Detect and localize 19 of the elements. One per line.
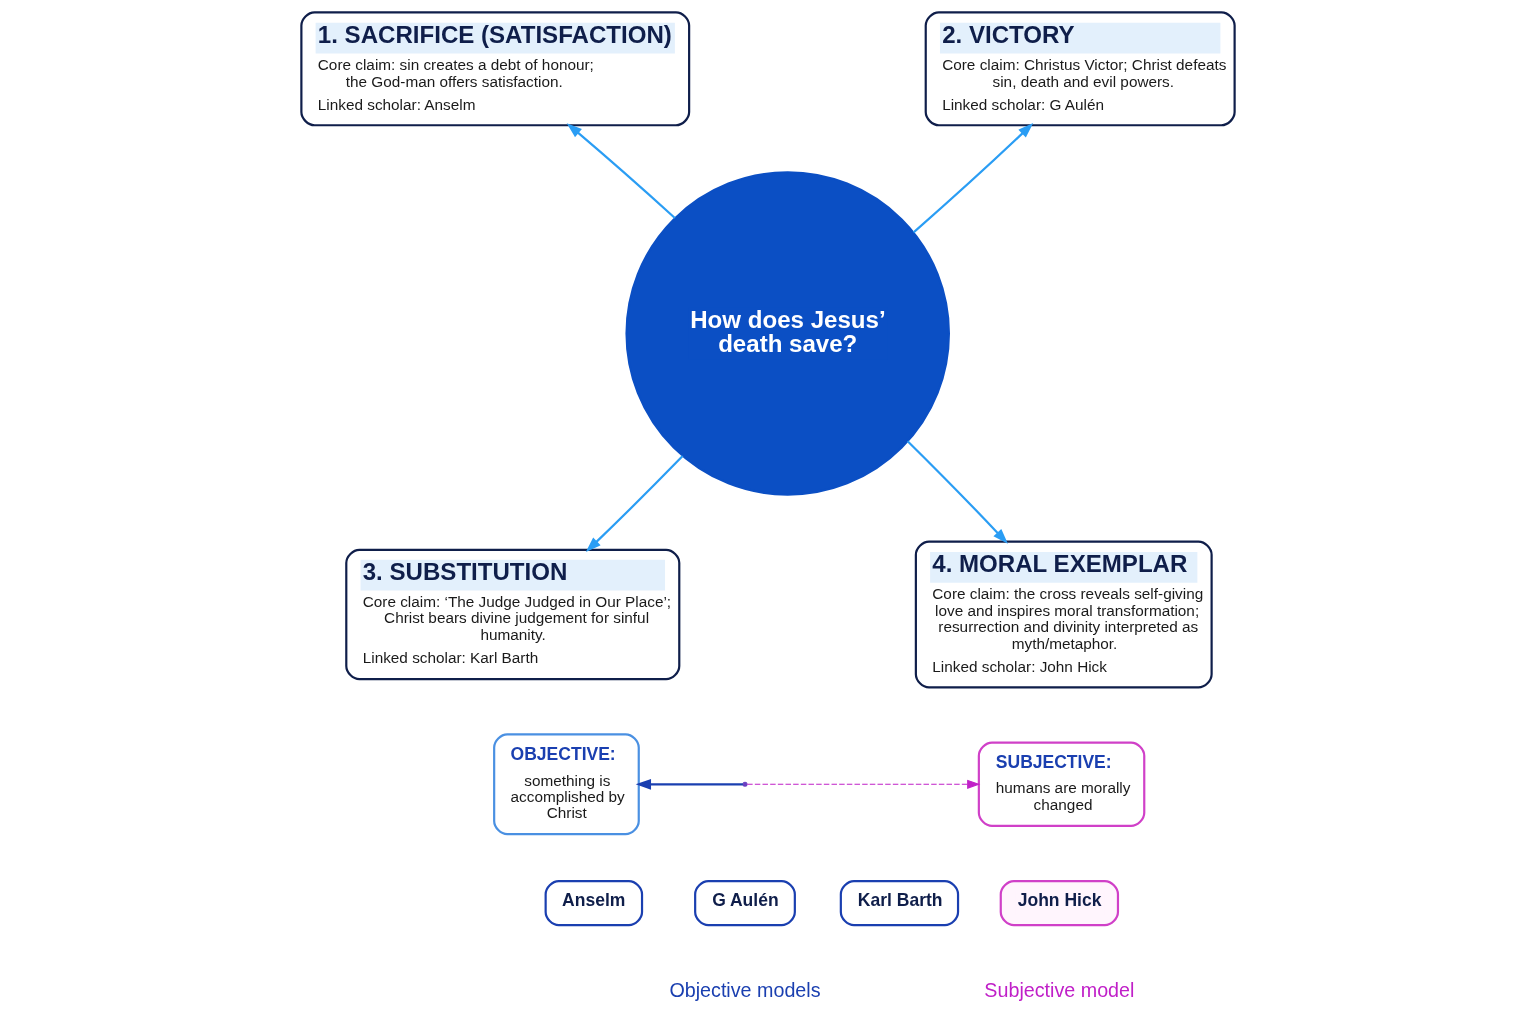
node-box: 1. SACRIFICE (SATISFACTION) Core claim: sin creates a debt of honour; the God-man offers satisfaction. Linked scholar: Anselm xyxy=(300,11,691,127)
node-box: OBJECTIVE: something is accomplished by Christ xyxy=(493,733,640,836)
node-box: John Hick xyxy=(999,880,1120,927)
label: Objective models xyxy=(669,978,821,1001)
arrow xyxy=(635,778,743,790)
node-box: Anselm xyxy=(544,880,644,927)
label: Subjective model xyxy=(984,978,1135,1001)
node-box: Karl Barth xyxy=(839,880,960,927)
node-circle: How does Jesus’ death save? xyxy=(625,171,950,496)
node-box: 2. VICTORY Core claim: Christus Victor; Christ defeats sin, death and evil powers. Linked scholar: G Aulén xyxy=(924,11,1236,127)
node-box: SUBJECTIVE: humans are morally changed xyxy=(977,741,1146,827)
node-box: G Aulén xyxy=(694,880,796,927)
arrow xyxy=(585,455,684,553)
arrow xyxy=(912,123,1034,234)
node-box: 3. SUBSTITUTION Core claim: ‘The Judge Judged in Our Place’; Christ bears divine judgement for sinful humanity. Linked scholar: Karl Barth xyxy=(345,548,681,681)
arrow xyxy=(746,779,981,789)
arrow xyxy=(566,123,676,219)
node-box: 4. MORAL EXEMPLAR Core claim: the cross reveals self-giving love and inspires moral transformation; resurrection and divinity interpreted as myth/metaphor. Linked scholar: John Hick xyxy=(914,540,1213,689)
arrow xyxy=(906,440,1008,544)
